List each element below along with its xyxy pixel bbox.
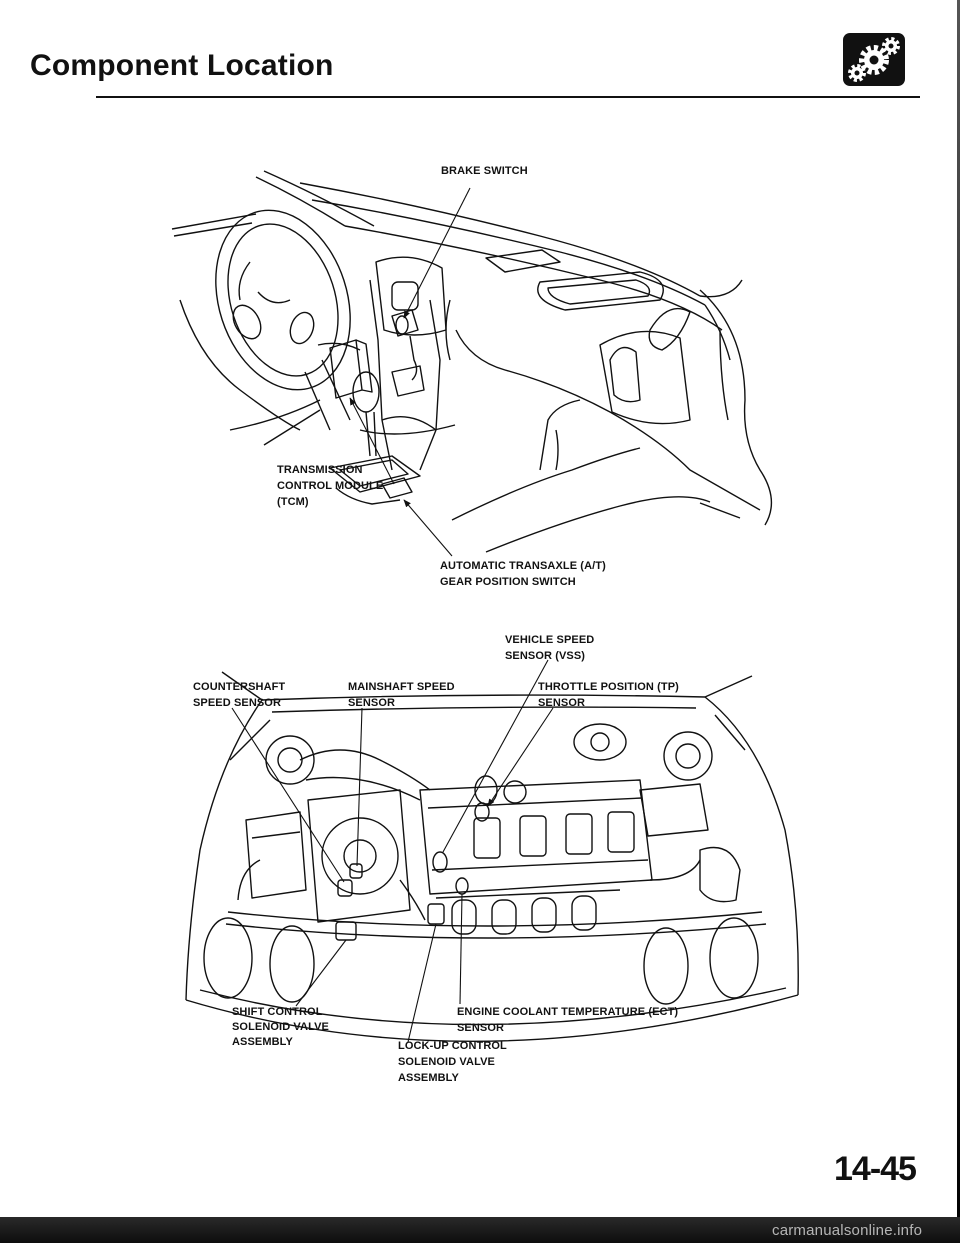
label-line: THROTTLE POSITION (TP) bbox=[538, 681, 679, 693]
leader-ect-sensor bbox=[459, 893, 463, 1005]
label-line: VEHICLE SPEED bbox=[505, 634, 595, 646]
label-line: SOLENOID VALVE bbox=[232, 1021, 329, 1033]
scan-band bbox=[0, 1217, 960, 1243]
label-line: ASSEMBLY bbox=[232, 1036, 293, 1048]
engine-leader-lines bbox=[231, 659, 554, 1043]
label-tp-sensor: THROTTLE POSITION (TP) SENSOR bbox=[538, 679, 679, 711]
page-title: Component Location bbox=[30, 49, 334, 82]
label-shift-control: SHIFT CONTROL SOLENOID VALVE ASSEMBLY bbox=[232, 1005, 329, 1050]
label-vss: VEHICLE SPEED SENSOR (VSS) bbox=[505, 632, 594, 664]
label-line: AUTOMATIC TRANSAXLE (A/T) bbox=[440, 560, 606, 572]
label-line: COUNTERSHAFT bbox=[193, 681, 286, 693]
leader-tcm bbox=[349, 397, 395, 485]
leader-brake-switch bbox=[403, 187, 471, 319]
label-line: SHIFT CONTROL bbox=[232, 1006, 323, 1018]
watermark: carmanualsonline.info bbox=[772, 1222, 923, 1239]
leader-shift-control bbox=[295, 939, 347, 1007]
dashboard-leader-lines bbox=[349, 187, 471, 557]
label-line: SPEED SENSOR bbox=[193, 697, 282, 709]
label-line: LOCK-UP CONTROL bbox=[398, 1040, 507, 1052]
label-gear-position-switch: AUTOMATIC TRANSAXLE (A/T) GEAR POSITION … bbox=[440, 558, 606, 590]
engine-bay-illustration bbox=[185, 671, 799, 1042]
label-line: ENGINE COOLANT TEMPERATURE (ECT) bbox=[457, 1006, 679, 1018]
label-mainshaft-sensor: MAINSHAFT SPEED SENSOR bbox=[348, 679, 455, 711]
label-line: SOLENOID VALVE bbox=[398, 1056, 495, 1068]
leader-tp-sensor bbox=[487, 707, 554, 807]
leader-gear-position-switch bbox=[403, 499, 453, 557]
label-ect-sensor: ENGINE COOLANT TEMPERATURE (ECT) SENSOR bbox=[457, 1004, 678, 1036]
transmission-gears-icon bbox=[843, 33, 905, 86]
label-line: SENSOR bbox=[538, 697, 586, 709]
label-lockup-control: LOCK-UP CONTROL SOLENOID VALVE ASSEMBLY bbox=[398, 1038, 507, 1086]
label-line: BRAKE SWITCH bbox=[441, 165, 528, 177]
label-line: ASSEMBLY bbox=[398, 1072, 459, 1084]
label-line: SENSOR bbox=[457, 1022, 505, 1034]
leader-vss bbox=[442, 659, 549, 853]
label-tcm: TRANSMISSION CONTROL MODULE (TCM) bbox=[277, 462, 383, 510]
leader-lockup-control bbox=[407, 923, 437, 1043]
label-line: TRANSMISSION bbox=[277, 464, 363, 476]
leader-mainshaft-sensor bbox=[356, 707, 363, 867]
label-line: SENSOR bbox=[348, 697, 396, 709]
page-number: 14-45 bbox=[834, 1150, 917, 1188]
label-line: CONTROL MODULE bbox=[277, 480, 384, 492]
label-line: GEAR POSITION SWITCH bbox=[440, 576, 576, 588]
label-line: SENSOR (VSS) bbox=[505, 650, 586, 662]
label-brake-switch: BRAKE SWITCH bbox=[441, 163, 528, 179]
leader-countershaft-sensor bbox=[231, 707, 345, 883]
label-line: (TCM) bbox=[277, 496, 309, 508]
dashboard-illustration bbox=[171, 170, 773, 553]
label-countershaft-sensor: COUNTERSHAFT SPEED SENSOR bbox=[193, 679, 285, 711]
label-line: MAINSHAFT SPEED bbox=[348, 681, 455, 693]
header-rule bbox=[96, 96, 920, 98]
scan-edge bbox=[957, 0, 960, 1243]
